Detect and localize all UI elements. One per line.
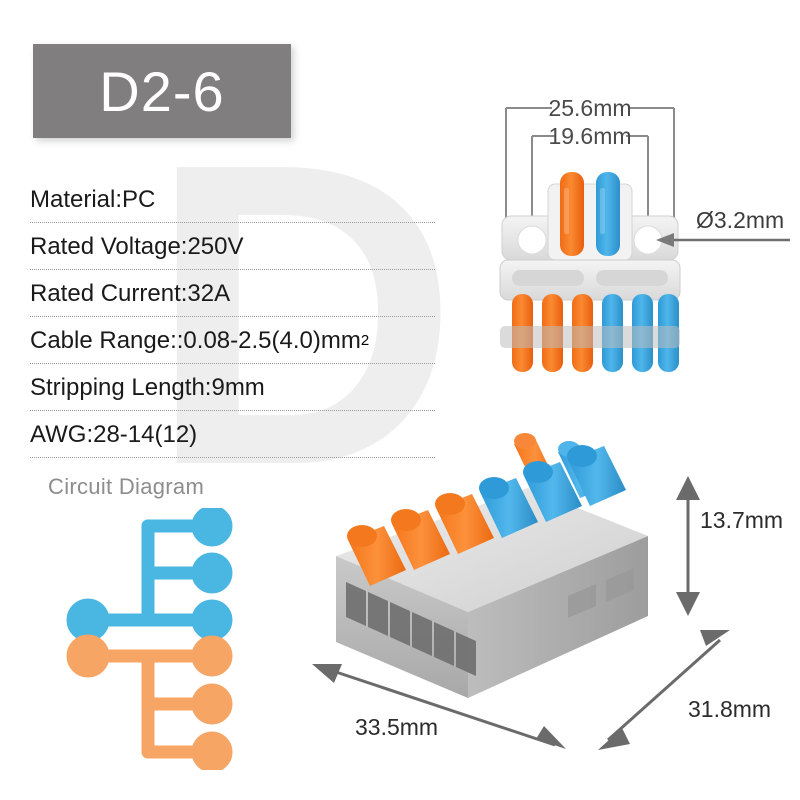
top-view-technical-drawing: 25.6mm 19.6mm [499, 95, 790, 372]
circuit-blue-branch [66, 508, 233, 642]
arrowhead-length-start [312, 664, 342, 683]
background-watermark: D [148, 75, 459, 555]
circuit-diagram-title: Circuit Diagram [48, 474, 205, 499]
front-lever-blue-2 [523, 461, 582, 522]
mounting-hole-left [517, 225, 547, 255]
front-lever-orange-3 [435, 493, 494, 554]
front-lever-blue-3 [567, 445, 626, 506]
arrowhead-height-top [676, 476, 700, 500]
circuit-orange-branch [66, 634, 233, 770]
model-badge-label: D2-6 [99, 59, 225, 123]
spec-row-stripping-length: Stripping Length:9mm [30, 364, 435, 411]
spec-row-rated-voltage: Rated Voltage:250V [30, 223, 435, 270]
dimension-label-hole-diameter: Ø3.2mm [696, 207, 784, 233]
housing-side-face [468, 536, 648, 698]
spec-rated-voltage: Rated Voltage:250V [30, 232, 244, 260]
front-lever-orange-1 [347, 525, 406, 586]
top-lever-orange [560, 172, 584, 256]
dimension-line-length [323, 666, 556, 747]
side-vent-slots [568, 568, 634, 618]
spec-stripping-length: Stripping Length:9mm [30, 373, 265, 401]
top-lever-blue [596, 172, 620, 256]
model-badge: D2-6 [33, 44, 291, 138]
connector-top-view [499, 172, 681, 372]
spec-rated-current: Rated Current:32A [30, 279, 231, 307]
spec-awg: AWG:28-14(12) [30, 420, 198, 448]
front-lever-blue-1 [479, 477, 538, 538]
wire-entry-ports [346, 582, 476, 676]
dimension-label-width: 25.6mm [548, 95, 631, 121]
outer-dimension-arrows [312, 476, 730, 750]
dimension-line-depth [607, 638, 721, 742]
product-photo-isometric [336, 433, 648, 698]
leader-arrowhead [656, 233, 674, 247]
dimension-label-length: 33.5mm [355, 714, 439, 740]
arrowhead-height-bottom [676, 592, 700, 616]
arrowhead-length-end [536, 726, 566, 749]
arrowhead-depth-end [700, 630, 730, 646]
front-levers [347, 445, 626, 586]
spec-material: Material:PC [30, 185, 156, 213]
arrowhead-depth-start [598, 728, 630, 750]
spec-cable-range-superscript: 2 [360, 332, 370, 349]
spec-row-awg: AWG:28-14(12) [30, 411, 435, 458]
circuit-diagram-schematic [66, 508, 233, 770]
front-lever-orange-2 [391, 509, 450, 570]
spec-row-material: Material:PC [30, 176, 435, 223]
dimension-label-height: 13.7mm [700, 507, 784, 533]
dimension-label-depth: 31.8mm [688, 696, 772, 722]
spec-cable-range: Cable Range::0.08-2.5(4.0)mm [30, 326, 361, 354]
specification-list: Material:PC Rated Voltage:250V Rated Cur… [30, 176, 435, 458]
spec-row-rated-current: Rated Current:32A [30, 270, 435, 317]
dimension-label-hole-span: 19.6mm [548, 123, 631, 149]
housing-top-face [336, 488, 648, 612]
